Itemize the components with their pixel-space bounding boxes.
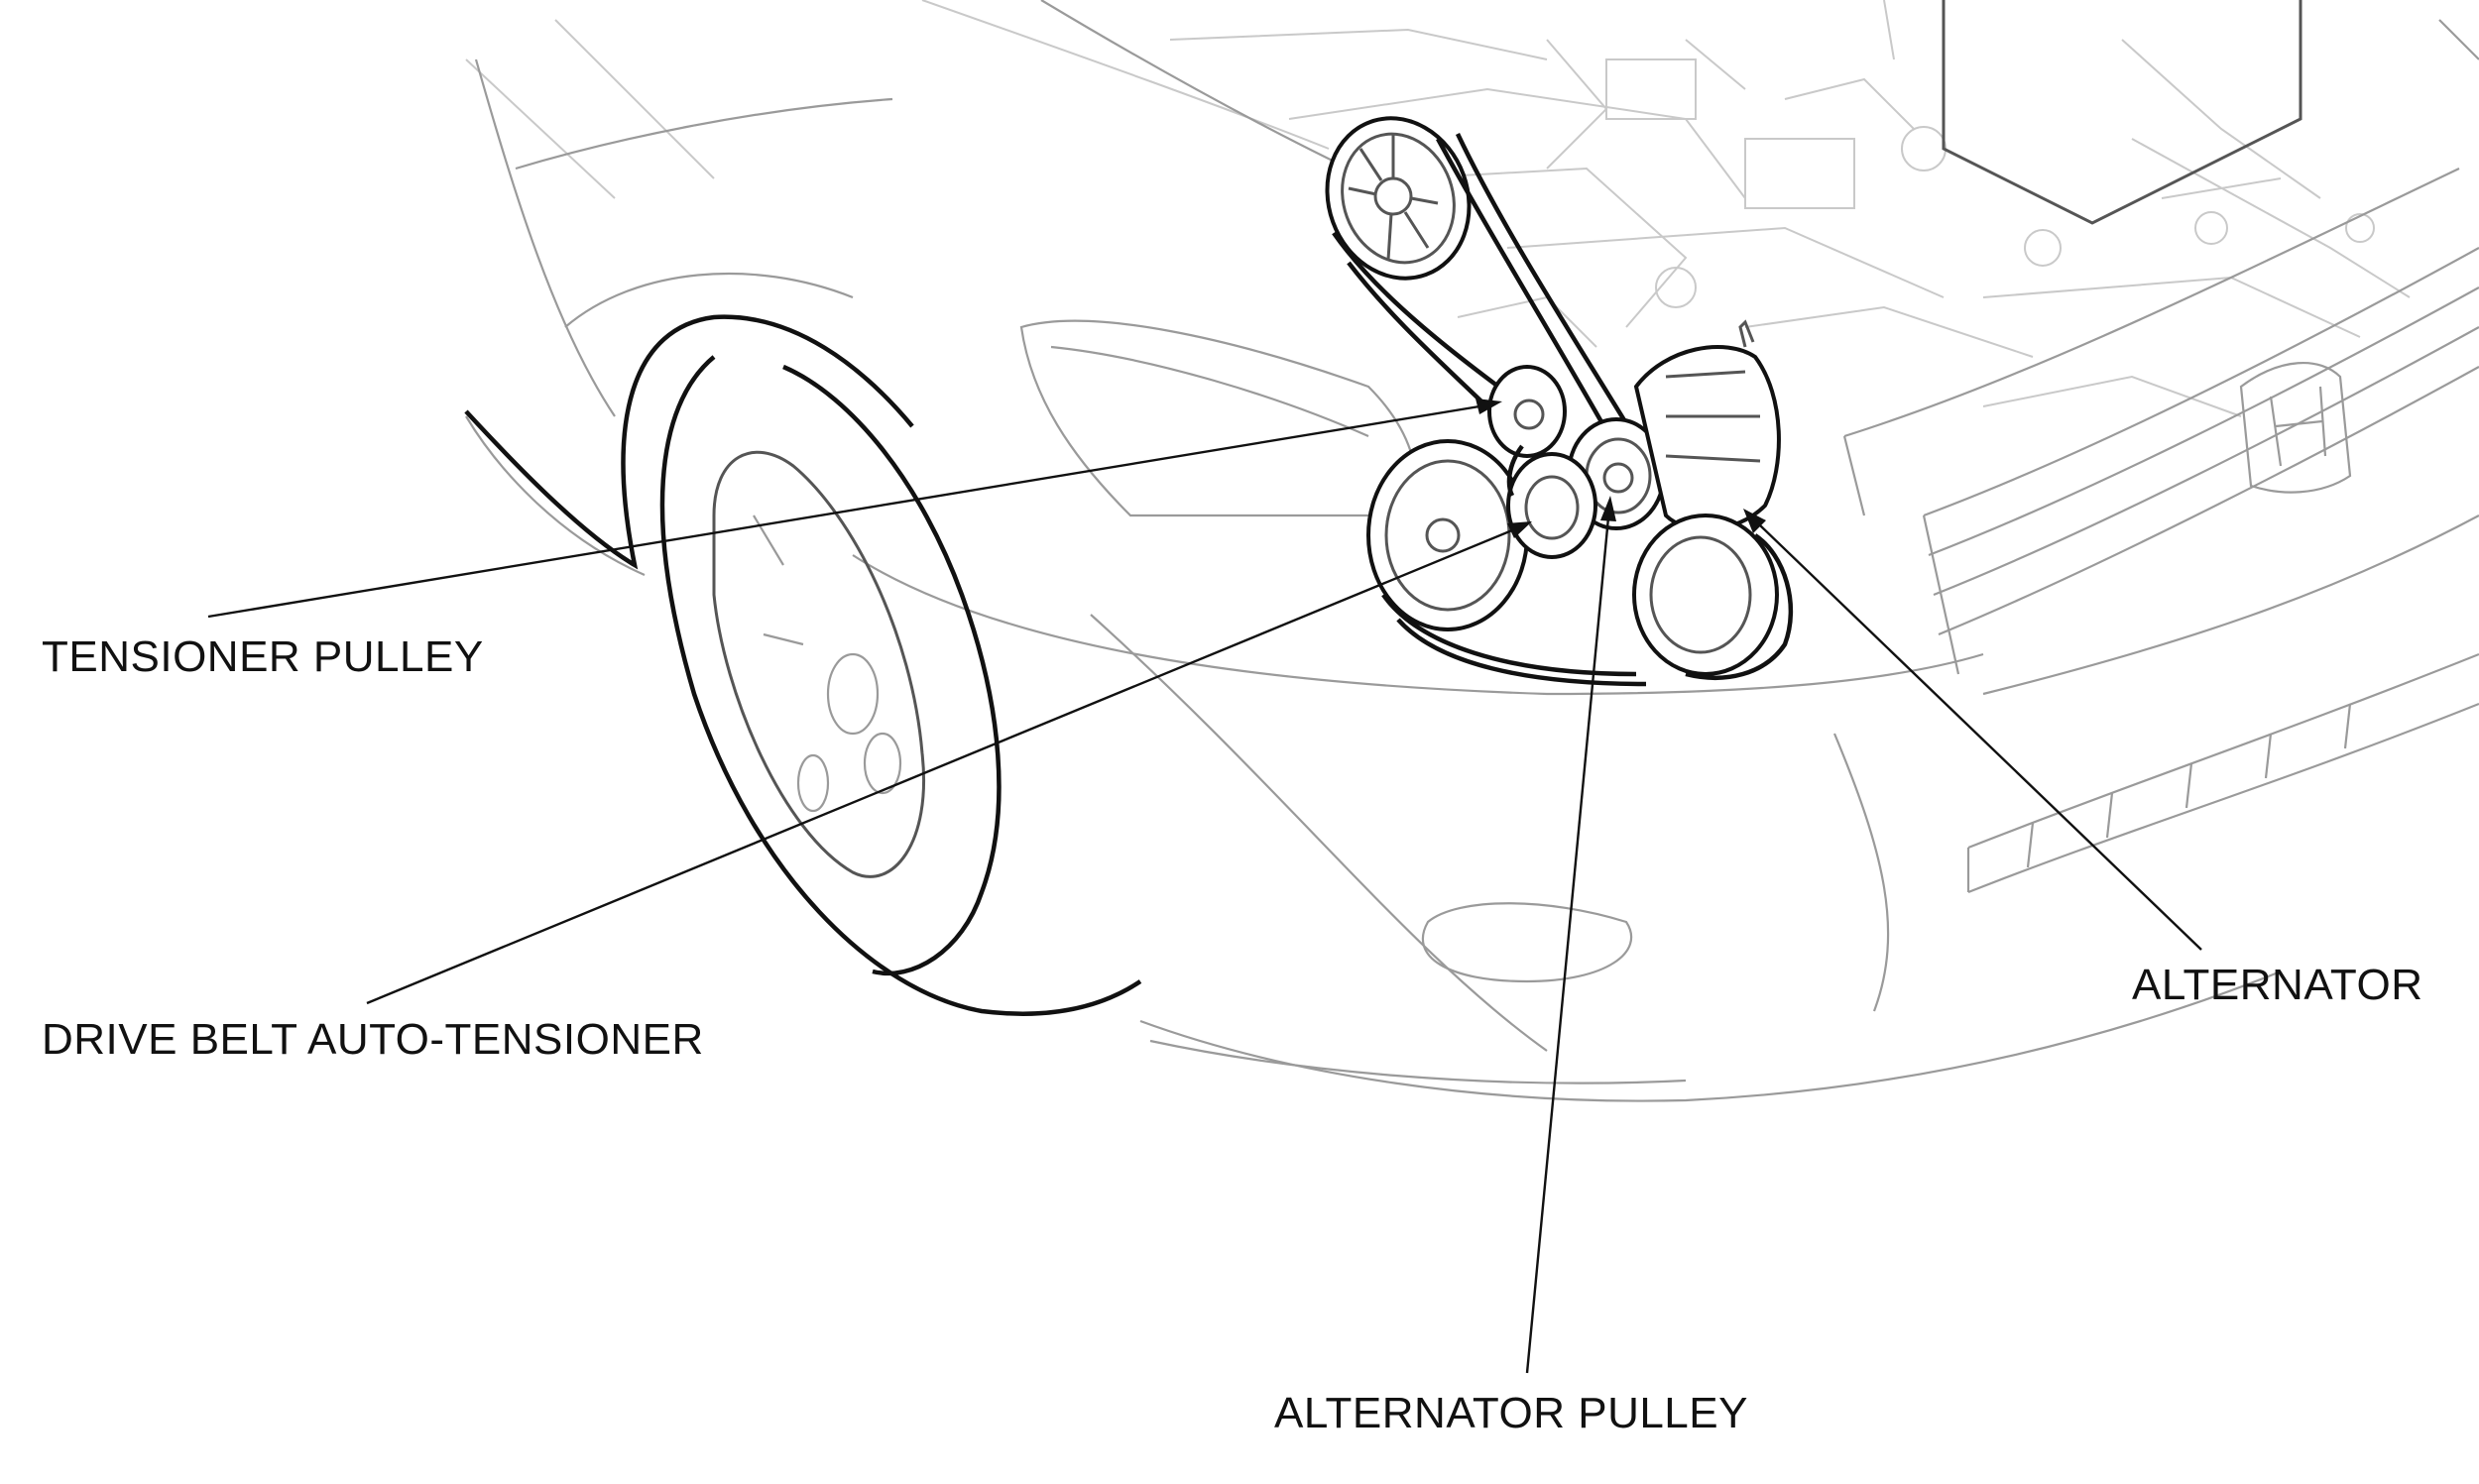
car-body-outline bbox=[465, 0, 2479, 1102]
auto-tensioner-pulley bbox=[1506, 452, 1597, 559]
engine-bay-background bbox=[465, 0, 2411, 417]
alternator-pulley-label: ALTERNATOR PULLEY bbox=[1274, 1389, 1748, 1437]
auto-tensioner-arrowhead bbox=[1507, 521, 1532, 538]
alternator-arrowhead bbox=[1743, 509, 1766, 533]
alternator-pulley-arrowhead bbox=[1600, 496, 1616, 521]
callout-labels: TENSIONER PULLEY DRIVE BELT AUTO-TENSION… bbox=[42, 632, 2423, 1437]
tensioner-pulley-label: TENSIONER PULLEY bbox=[42, 632, 484, 681]
tensioner-pulley bbox=[1487, 365, 1567, 458]
belt-system bbox=[1325, 116, 1794, 687]
tensioner-pulley-arrowhead bbox=[1476, 399, 1502, 414]
front-wheel bbox=[464, 314, 1142, 1016]
alternator-body bbox=[1632, 319, 1794, 680]
drive-belt-auto-tensioner-label: DRIVE BELT AUTO-TENSIONER bbox=[42, 1015, 704, 1064]
callout-leaders bbox=[207, 399, 2202, 1374]
upper-pulley bbox=[1325, 116, 1472, 281]
alternator-label: ALTERNATOR bbox=[2132, 961, 2423, 1009]
